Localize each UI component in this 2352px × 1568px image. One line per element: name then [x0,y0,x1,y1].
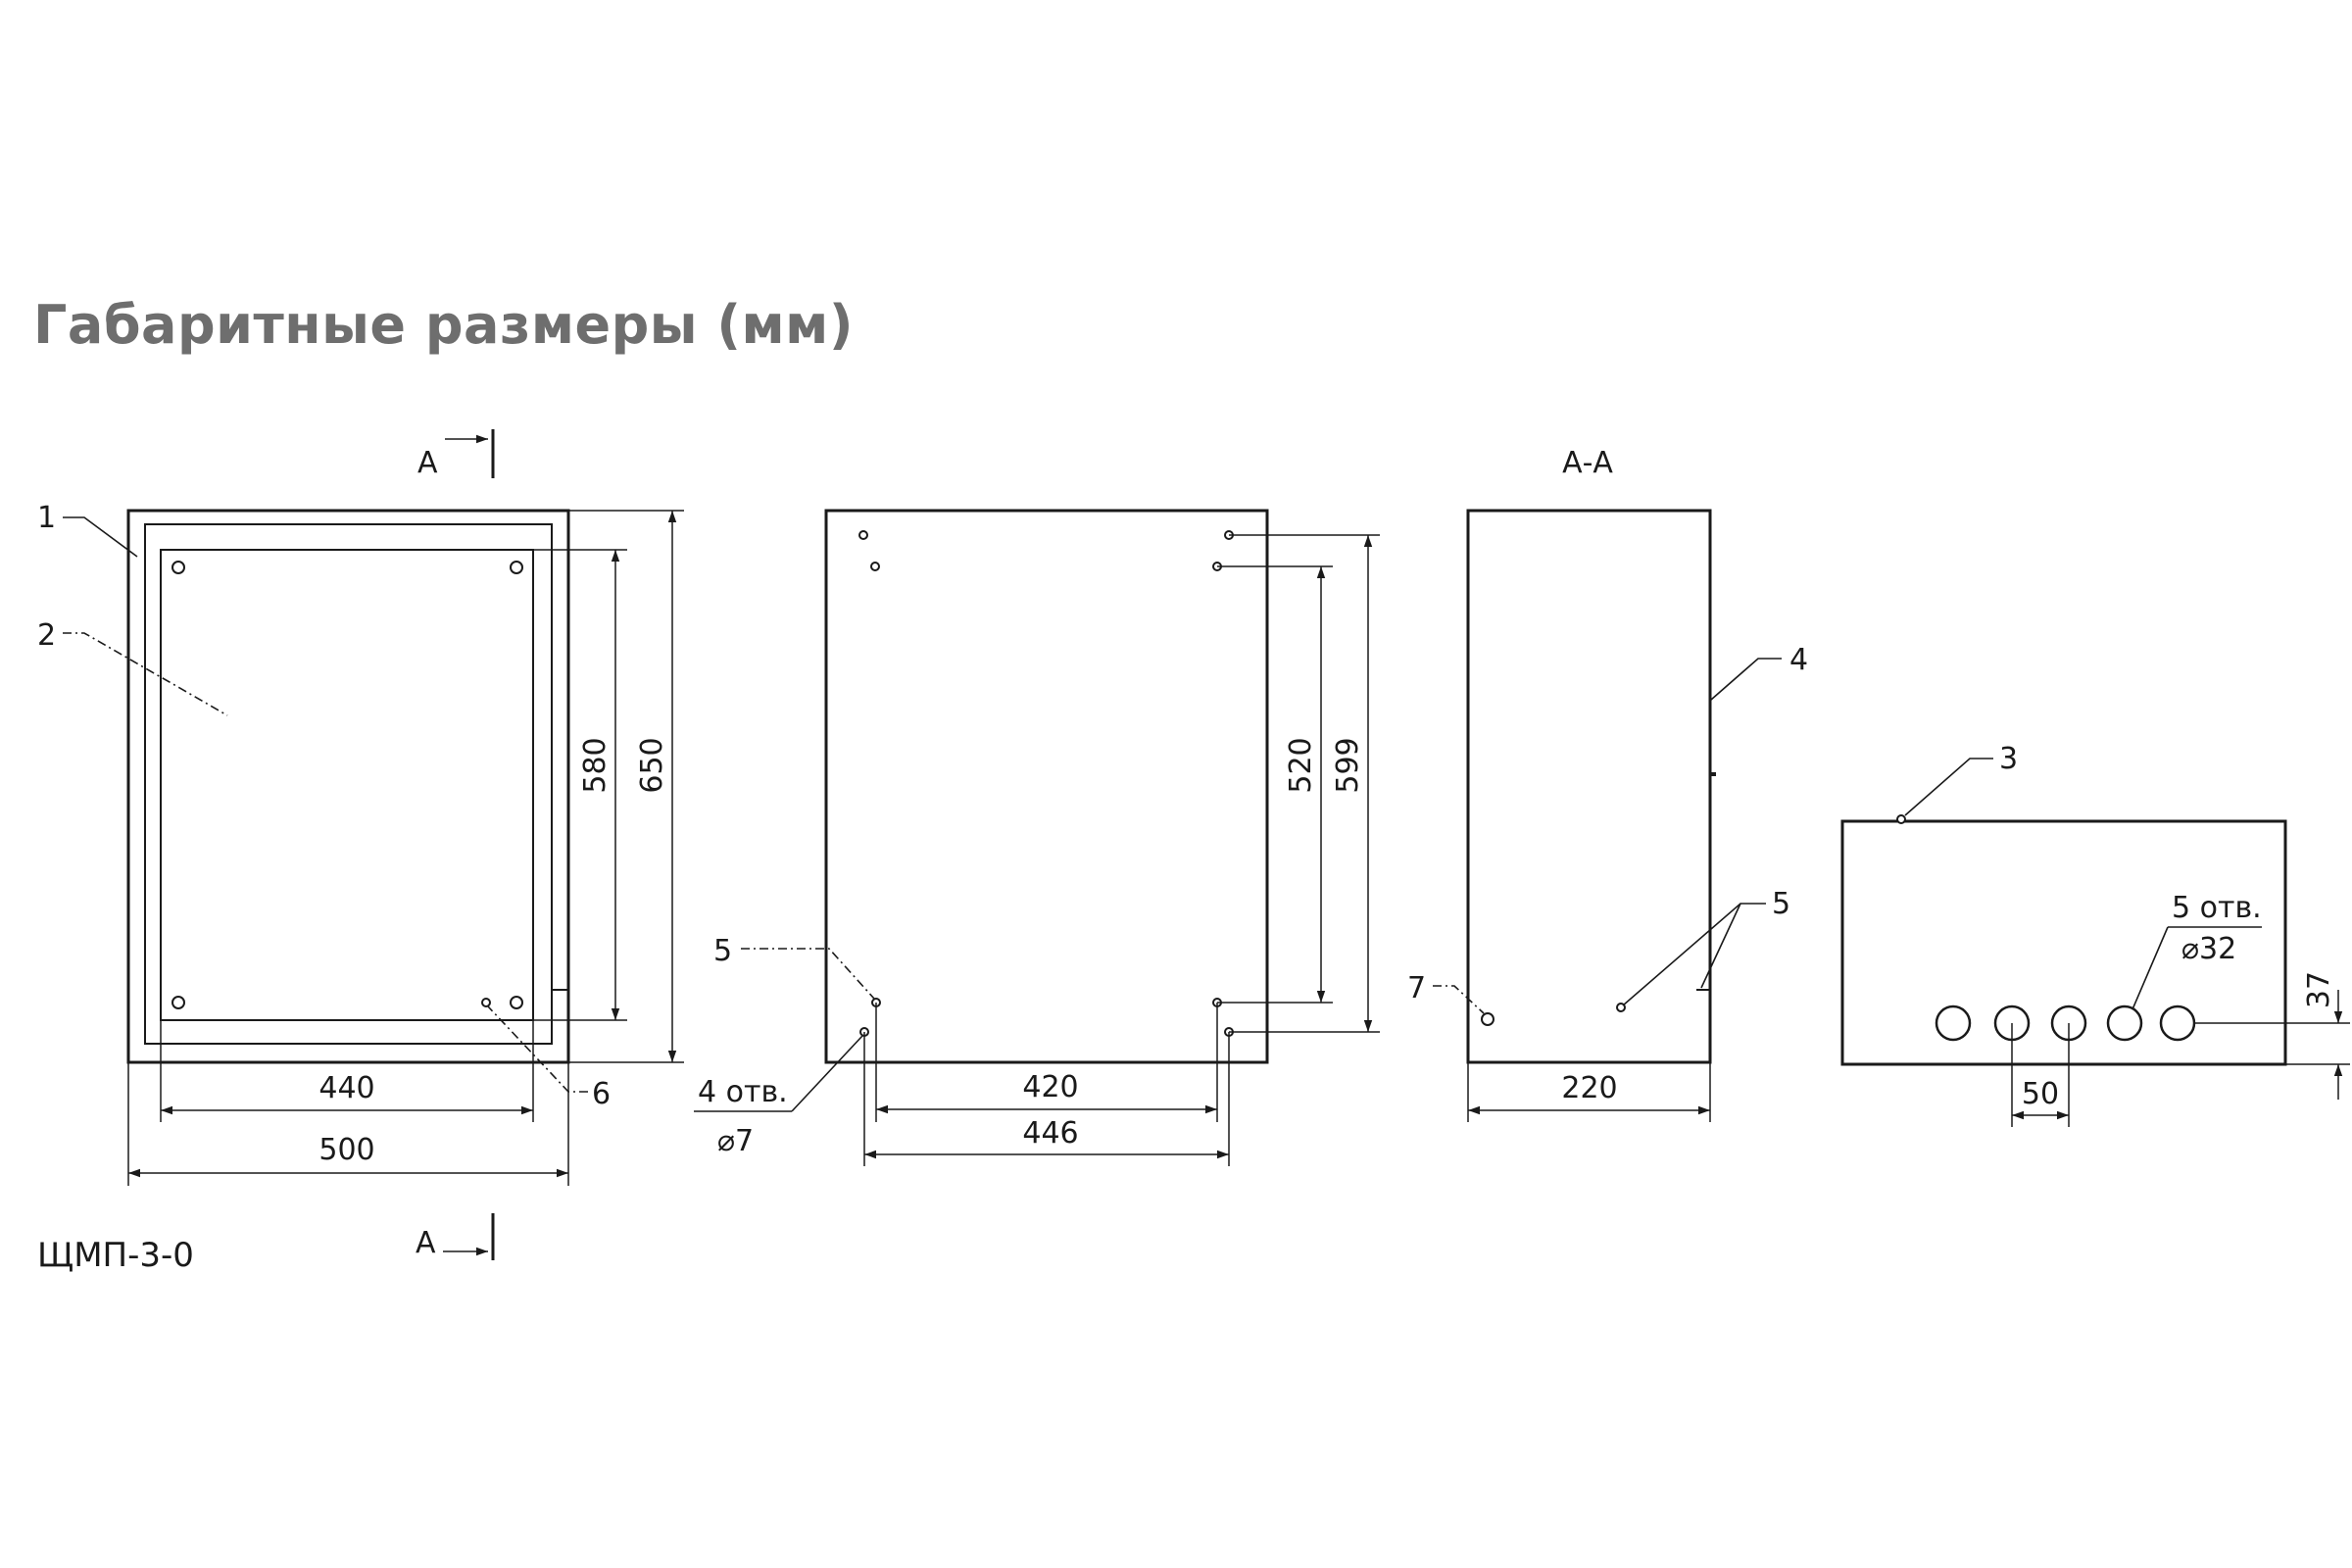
front-enclosure-outline [126,509,570,1064]
section-view-label: А-А [1562,446,1613,480]
front-door-frame [144,523,553,1045]
dimension-back-height-holes: 520 [1284,737,1318,793]
callout-5-side-leader-2 [1700,903,1741,989]
side-gland-hole [1481,1012,1494,1026]
note-cable-holes-leader [2132,926,2169,1010]
callout-7-leader [1433,985,1485,1014]
callout-4-leader [1710,658,1782,701]
callout-7: 7 [1407,971,1426,1005]
callout-3-leader [1904,758,1993,816]
section-mark-top: А [417,446,438,480]
back-small-hole [858,530,868,540]
note-mount-holes-diameter: ⌀7 [717,1124,754,1158]
cable-entry-hole [1935,1004,1972,1042]
dimension-front-height-outer: 650 [635,737,669,793]
callout-6: 6 [592,1077,611,1111]
panel-hole [510,561,523,574]
note-mount-holes-leader [791,1035,863,1112]
callout-1: 1 [37,501,56,535]
note-cable-holes-count: 5 отв. [2172,891,2262,925]
back-view: 420 446 520 599 5 4 отв. ⌀7 [694,509,1380,1166]
dimension-side-depth: 220 [1561,1071,1617,1105]
panel-hole [172,561,185,574]
side-view: А-А 220 4 5 7 [1407,446,1808,1122]
callout-4: 4 [1789,643,1808,677]
dimension-front-width-outer: 500 [318,1133,374,1167]
bottom-view: 50 37 3 5 отв. ⌀32 [1840,742,2350,1127]
dimension-bottom-pitch: 50 [2022,1077,2059,1111]
dimension-front-height-inner: 580 [578,737,612,793]
model-name: ЩМП-3-0 [37,1236,194,1275]
panel-hole [172,996,185,1009]
callout-2-leader [63,632,228,716]
callout-5-back: 5 [713,934,732,968]
dimension-back-width-holes: 420 [1022,1070,1078,1104]
dimension-back-height-outer-holes: 599 [1331,737,1365,793]
front-view: 440 500 580 650 1 2 6 А А ЩМП-3-0 [37,429,684,1275]
dimension-back-width-outer-holes: 446 [1022,1116,1078,1151]
callout-5-back-leader [741,948,875,1000]
dimension-bottom-height: 37 [2302,971,2336,1008]
callout-2: 2 [37,618,56,653]
note-mount-holes-count: 4 отв. [698,1075,788,1109]
side-enclosure-outline [1466,509,1712,1064]
callout-5-side: 5 [1772,887,1790,921]
callout-6-leader [487,1005,588,1093]
back-small-hole [870,562,880,571]
note-cable-holes-diameter: ⌀32 [2181,932,2236,966]
cable-entry-hole [2106,1004,2143,1042]
callout-1-leader [63,516,138,558]
panel-hole [510,996,523,1009]
section-mark-bottom: А [416,1226,436,1260]
back-enclosure-outline [824,509,1269,1064]
cable-entry-hole [2159,1004,2196,1042]
front-mounting-panel [160,549,534,1021]
ground-screw [481,998,491,1007]
dimension-front-width-inner: 440 [318,1071,374,1105]
bottom-edge-screw [1896,814,1906,824]
page-title: Габаритные размеры (мм) [33,294,855,356]
callout-3: 3 [1999,742,2018,776]
